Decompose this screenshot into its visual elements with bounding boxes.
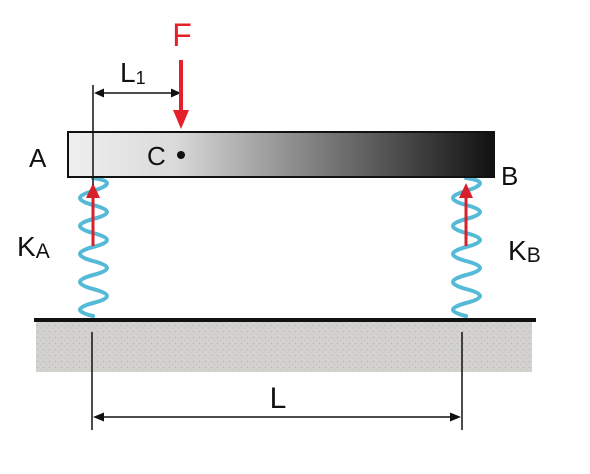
ground-block [36,322,532,372]
center-of-mass-dot [177,151,185,159]
spring-a [78,176,109,318]
spring-a-label-main: K [17,231,36,262]
spring-b-label-sub: B [527,244,541,267]
end-b-label: B [501,161,518,191]
end-a-label: A [29,143,47,173]
reaction-arrow-b [459,183,473,246]
l1-label-main: L [120,57,136,88]
dim-l1-line [94,88,181,98]
l1-label: L1 [120,57,146,88]
spring-b-label: KB [508,235,541,267]
l1-label-sub: 1 [136,68,146,88]
reaction-arrow-a [86,183,100,246]
spring-b [451,176,482,318]
dim-l-line [93,412,461,422]
spring-b-label-main: K [508,235,527,266]
spring-a-label: KA [17,231,50,263]
point-c-label: C [147,141,166,171]
force-arrow [173,60,189,129]
spring-a-label-sub: A [36,240,50,263]
beam [67,131,495,178]
force-label: F [172,17,192,53]
l-label: L [270,382,287,415]
